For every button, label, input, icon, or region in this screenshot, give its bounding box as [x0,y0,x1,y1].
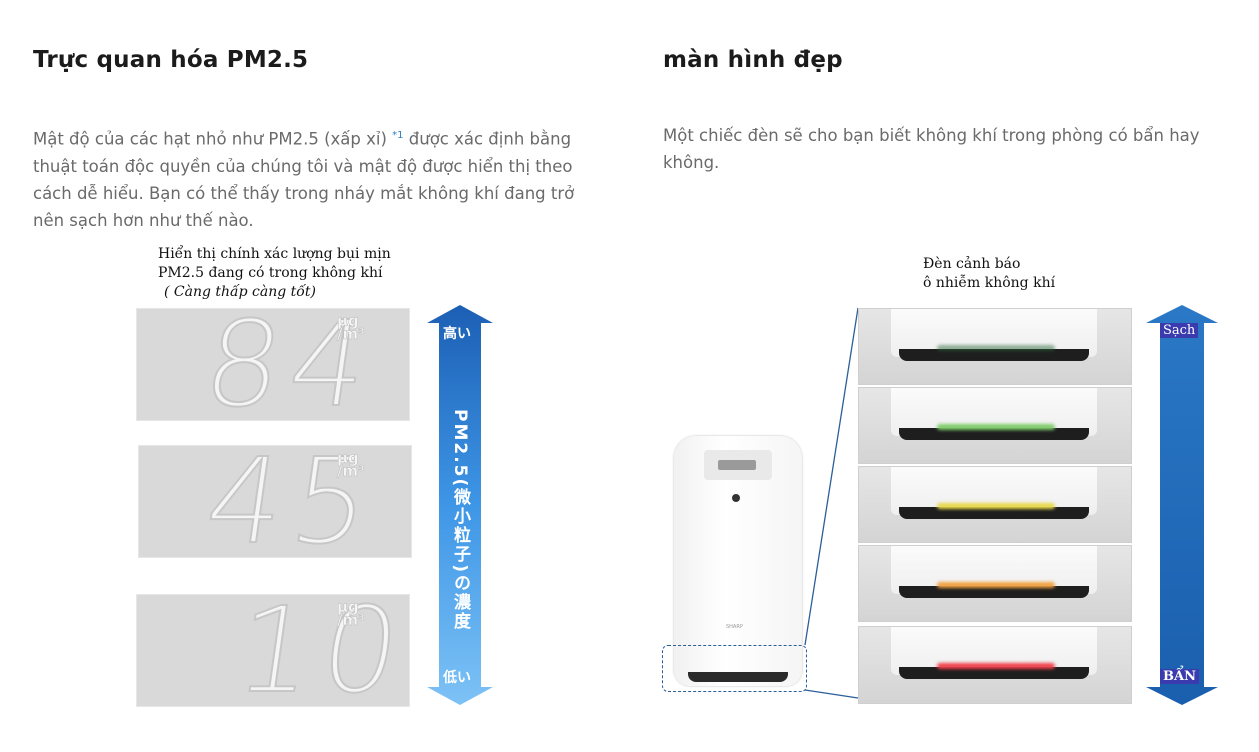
light-caption: Đèn cảnh báo ô nhiễm không khí [923,255,1055,293]
plasmacluster-logo-icon [732,494,740,502]
scale-arrow-icon [1146,305,1218,705]
pm25-heading: Trực quan hóa PM2.5 [33,47,309,73]
pm25-description: Mật độ của các hạt nhỏ như PM2.5 (xấp xỉ… [33,122,593,234]
purifier-base [688,672,788,682]
display-value: 10 [227,580,418,720]
scale-high-label: 高い [443,326,471,342]
purifier-display-icon [718,460,756,470]
scale-dirty-label: BẨN [1160,669,1199,684]
scale-arrow-icon [427,305,493,705]
air-purifier-image: SHARP [674,436,802,686]
brand-logo: SHARP [726,624,743,630]
scale-low-label: 低い [443,670,471,686]
light-level-shot [858,387,1132,464]
pm25-display-low: 10 μg /m³ [136,580,418,720]
light-levels-stack [858,308,1132,704]
light-level-shot [858,626,1132,704]
light-glow [937,424,1055,430]
light-glow [937,503,1055,509]
scale-clean-label: Sạch [1160,323,1199,338]
description-text-2: được xác định bằng thuật toán độc quyền … [33,129,575,230]
description-text-1: Mật độ của các hạt nhỏ như PM2.5 (xấp xỉ… [33,129,393,149]
footnote-link[interactable]: *1 [392,130,404,141]
light-level-shot [858,545,1132,622]
display-description: Một chiếc đèn sẽ cho bạn biết không khí … [663,126,1200,172]
light-glow [937,582,1055,588]
pm25-scale-arrow: 高い PM2.5(微小粒子)の濃度 低い [427,305,493,705]
light-level-shot [858,308,1132,385]
display-unit: μg /m³ [337,598,365,629]
light-level-shot [858,466,1132,543]
caption-line: Đèn cảnh báo [923,256,1021,272]
display-caption: Hiển thị chính xác lượng bụi mịn PM2.5 đ… [158,245,391,302]
caption-note: ( Càng thấp càng tốt) [164,284,316,300]
display-heading: màn hình đẹp [663,47,843,73]
cleanliness-scale-arrow: Sạch BẨN [1146,305,1218,705]
display-unit: μg /m³ [337,449,365,480]
scale-vertical-label: PM2.5(微小粒子)の濃度 [450,409,470,632]
pm25-display-high: 84 μg /m³ [136,294,410,434]
light-glow [937,345,1055,351]
light-area-highlight [662,645,807,692]
pm25-display-mid: 45 μg /m³ [138,431,412,571]
caption-line: ô nhiễm không khí [923,275,1056,291]
callout-lines [804,307,859,699]
display-unit: μg /m³ [337,312,365,343]
light-glow [937,663,1055,669]
caption-line: Hiển thị chính xác lượng bụi mịn [158,246,391,262]
caption-line: PM2.5 đang có trong không khí [158,265,383,281]
